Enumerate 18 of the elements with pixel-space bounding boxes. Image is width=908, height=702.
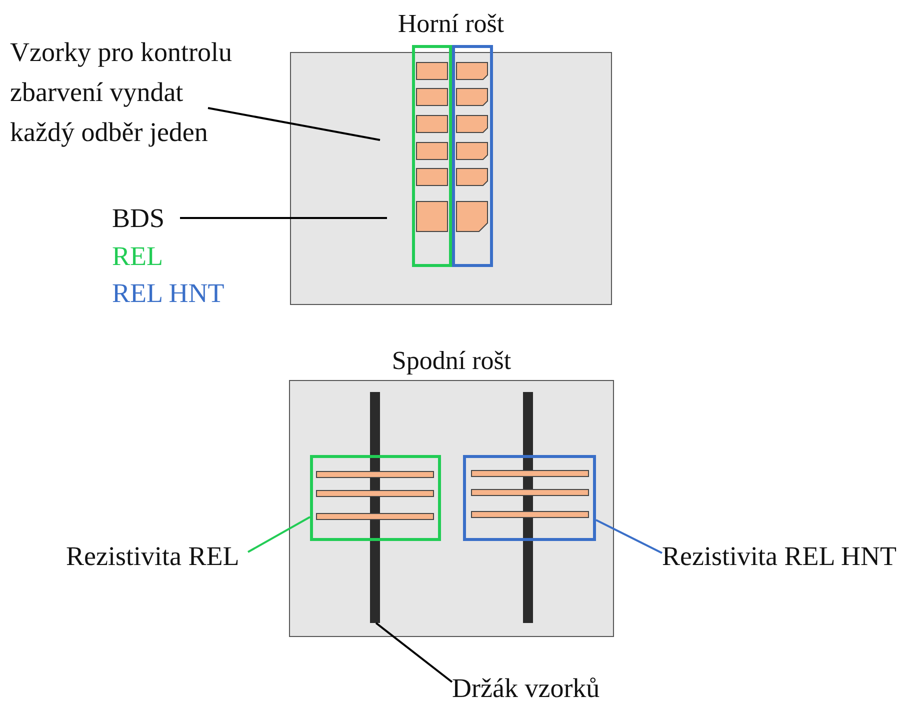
tray-label: Spodní rošt [390, 345, 512, 377]
sample-column [452, 45, 493, 267]
sample-group-frame [310, 455, 441, 541]
label-text: Rezistivita REL [66, 540, 240, 573]
label-text: Rezistivita REL HNT [662, 540, 896, 573]
legend-text: REL [112, 240, 163, 273]
leader-line [248, 516, 310, 553]
leader-line [375, 622, 453, 683]
leader-line [596, 519, 662, 554]
label-text: BDS [112, 202, 165, 235]
label-text: Držák vzorků [452, 672, 600, 702]
legend-text: REL HNT [112, 277, 224, 310]
note-text: Vzorky pro kontrolu zbarvení vyndat každý odběr jeden [10, 36, 233, 149]
sample-group-frame [463, 455, 596, 541]
leader-line [180, 217, 387, 219]
tray-label: Horní rošt [396, 8, 506, 40]
leader-line [208, 107, 380, 141]
sample-column [412, 45, 452, 267]
